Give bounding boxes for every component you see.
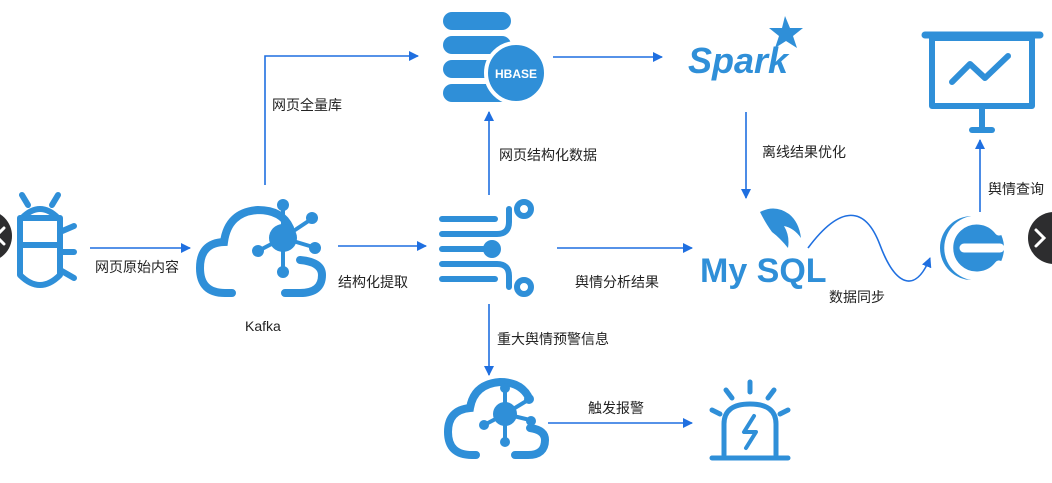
mysql-dolphin-icon xyxy=(760,208,801,248)
spark-label: Spark xyxy=(688,40,790,81)
edge-label-major-warning: 重大舆情预警信息 xyxy=(497,331,609,347)
chevron-left-icon xyxy=(0,226,6,246)
edge-label-sentiment-query: 舆情查询 xyxy=(988,181,1044,197)
edge-label-sentiment-result: 舆情分析结果 xyxy=(575,274,659,290)
presentation-chart-icon xyxy=(921,31,1044,133)
elasticsearch-icon xyxy=(940,215,1005,281)
database-icon xyxy=(443,12,548,105)
edge-label-raw-content: 网页原始内容 xyxy=(95,259,179,275)
alarm-light-icon xyxy=(709,379,791,461)
prev-button[interactable] xyxy=(0,210,12,262)
edge-label-structured-extract: 结构化提取 xyxy=(338,274,408,290)
hbase-label: HBASE xyxy=(495,67,537,81)
mysql-label: My SQL xyxy=(700,252,827,290)
edge-label-trigger-alarm: 触发报警 xyxy=(588,400,644,416)
edge-label-structured-data: 网页结构化数据 xyxy=(499,147,597,163)
edge-label-full-store: 网页全量库 xyxy=(272,97,342,113)
bug-icon xyxy=(17,192,77,288)
arrow-mysql-query xyxy=(807,214,932,282)
next-button[interactable] xyxy=(1028,212,1052,264)
spark-logo-icon xyxy=(769,16,803,48)
edge-label-data-sync: 数据同步 xyxy=(829,289,885,305)
arrow-kafka-hbase xyxy=(264,51,419,185)
circuit-icon xyxy=(439,199,534,297)
kafka-label: Kafka xyxy=(245,318,281,334)
edge-label-offline-optimize: 离线结果优化 xyxy=(762,144,846,160)
cloud-network-icon xyxy=(195,199,327,297)
alert-cloud-network-icon xyxy=(443,377,550,459)
circuit-node-icon xyxy=(483,240,501,258)
chevron-right-icon xyxy=(1034,228,1047,248)
